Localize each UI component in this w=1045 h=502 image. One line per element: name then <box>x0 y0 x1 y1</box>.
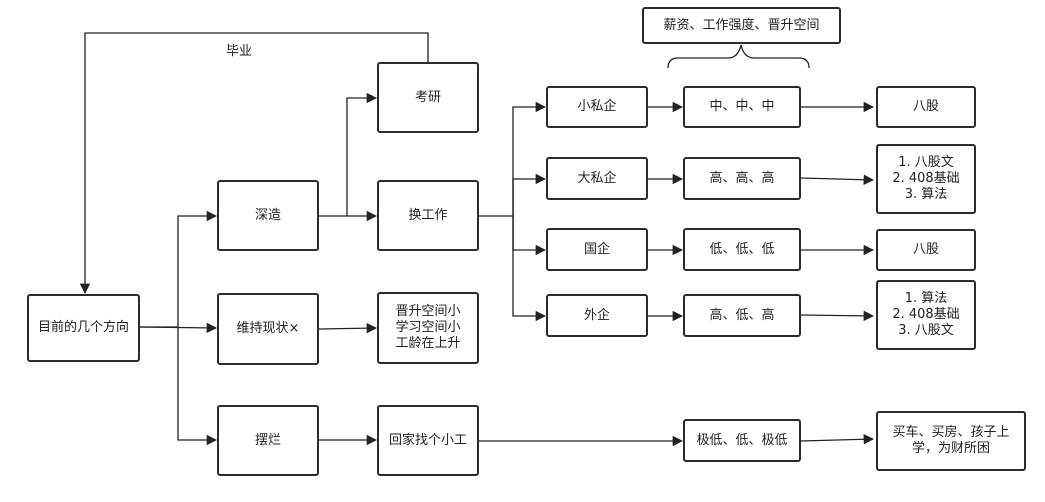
outcome-home: 买车、买房、孩子上学，为财所困 <box>876 411 1026 471</box>
outcome-foreign-lines: 1. 算法 2. 408基础 3. 八股文 <box>892 291 959 339</box>
maintain-desc-line: 晋升空间小 <box>395 304 461 319</box>
maintain-desc-lines: 晋升空间小 学习空间小 工龄在上升 <box>395 304 460 352</box>
node-root-label: 目前的几个方向 <box>37 320 129 335</box>
rating-header: 薪资、工作强度、晋升空间 <box>642 7 841 44</box>
outcome-line: 3. 八股文 <box>898 323 954 338</box>
rating-header-label: 薪资、工作强度、晋升空间 <box>663 17 820 33</box>
node-big-private-label: 大私企 <box>577 170 617 186</box>
outcome-state-label: 八股 <box>912 242 939 257</box>
rating-home-label: 极低、低、极低 <box>696 432 788 448</box>
node-deep: 深造 <box>217 180 319 251</box>
node-maintain-label: 维持现状× <box>236 321 300 336</box>
edge-graduate-loop <box>79 32 429 295</box>
edge-foreign-outcome <box>800 310 875 322</box>
node-home-job-label: 回家找个小工 <box>388 432 467 448</box>
edge-home-outcome <box>800 434 875 445</box>
node-kaoyan-label: 考研 <box>414 89 441 105</box>
rating-state: 低、低、低 <box>683 228 801 271</box>
outcome-home-label: 买车、买房、孩子上学，为财所困 <box>892 425 1010 456</box>
node-maintain: 维持现状× <box>217 293 319 365</box>
rating-header-brace <box>667 44 810 69</box>
rating-big-label: 高、高、高 <box>709 170 775 186</box>
edge-maintain-desc <box>318 322 378 334</box>
outcome-small: 八股 <box>876 86 976 128</box>
outcome-small-label: 八股 <box>912 99 939 114</box>
edge-job-big <box>512 173 547 216</box>
node-deep-label: 深造 <box>254 207 281 223</box>
edge-root-slack <box>177 327 218 446</box>
node-home-job: 回家找个小工 <box>377 405 479 476</box>
outcome-line: 3. 算法 <box>904 187 948 202</box>
outcome-foreign: 1. 算法 2. 408基础 3. 八股文 <box>876 280 976 350</box>
edge-job-state <box>512 216 547 256</box>
outcome-state: 八股 <box>876 229 976 271</box>
node-big-private: 大私企 <box>546 157 648 200</box>
edge-big-outcome <box>800 174 875 185</box>
outcome-line: 2. 408基础 <box>892 171 960 186</box>
node-slack-label: 摆烂 <box>254 432 281 448</box>
edge-job-foreign <box>512 216 547 322</box>
node-state: 国企 <box>546 228 648 271</box>
maintain-desc-line: 工龄在上升 <box>395 336 461 351</box>
outcome-big-lines: 1. 八股文 2. 408基础 3. 算法 <box>892 155 959 203</box>
edge-deep-kaoyan <box>346 92 378 216</box>
node-job-label: 换工作 <box>408 207 448 223</box>
outcome-line: 1. 算法 <box>904 291 948 306</box>
outcome-line: 1. 八股文 <box>898 155 954 170</box>
rating-big: 高、高、高 <box>683 157 801 200</box>
outcome-big: 1. 八股文 2. 408基础 3. 算法 <box>876 144 976 214</box>
rating-foreign: 高、低、高 <box>683 294 801 337</box>
node-foreign-label: 外企 <box>583 307 610 323</box>
maintain-desc-line: 学习空间小 <box>395 320 461 335</box>
node-slack: 摆烂 <box>217 405 319 476</box>
node-foreign: 外企 <box>546 294 648 337</box>
node-kaoyan: 考研 <box>377 62 479 133</box>
node-state-label: 国企 <box>583 241 610 257</box>
rating-state-label: 低、低、低 <box>709 241 775 257</box>
node-root: 目前的几个方向 <box>27 294 140 362</box>
rating-small-label: 中、中、中 <box>709 99 775 114</box>
outcome-line: 2. 408基础 <box>892 307 960 322</box>
graduate-label: 毕业 <box>226 44 253 59</box>
rating-small: 中、中、中 <box>683 86 801 128</box>
rating-home: 极低、低、极低 <box>683 419 801 462</box>
edge-job-small <box>479 101 547 217</box>
edge-root-deep <box>140 210 218 328</box>
rating-foreign-label: 高、低、高 <box>709 307 775 323</box>
node-small-private-label: 小私企 <box>577 99 617 114</box>
node-maintain-desc: 晋升空间小 学习空间小 工龄在上升 <box>377 292 479 364</box>
node-small-private: 小私企 <box>546 86 648 128</box>
node-job: 换工作 <box>377 180 479 251</box>
